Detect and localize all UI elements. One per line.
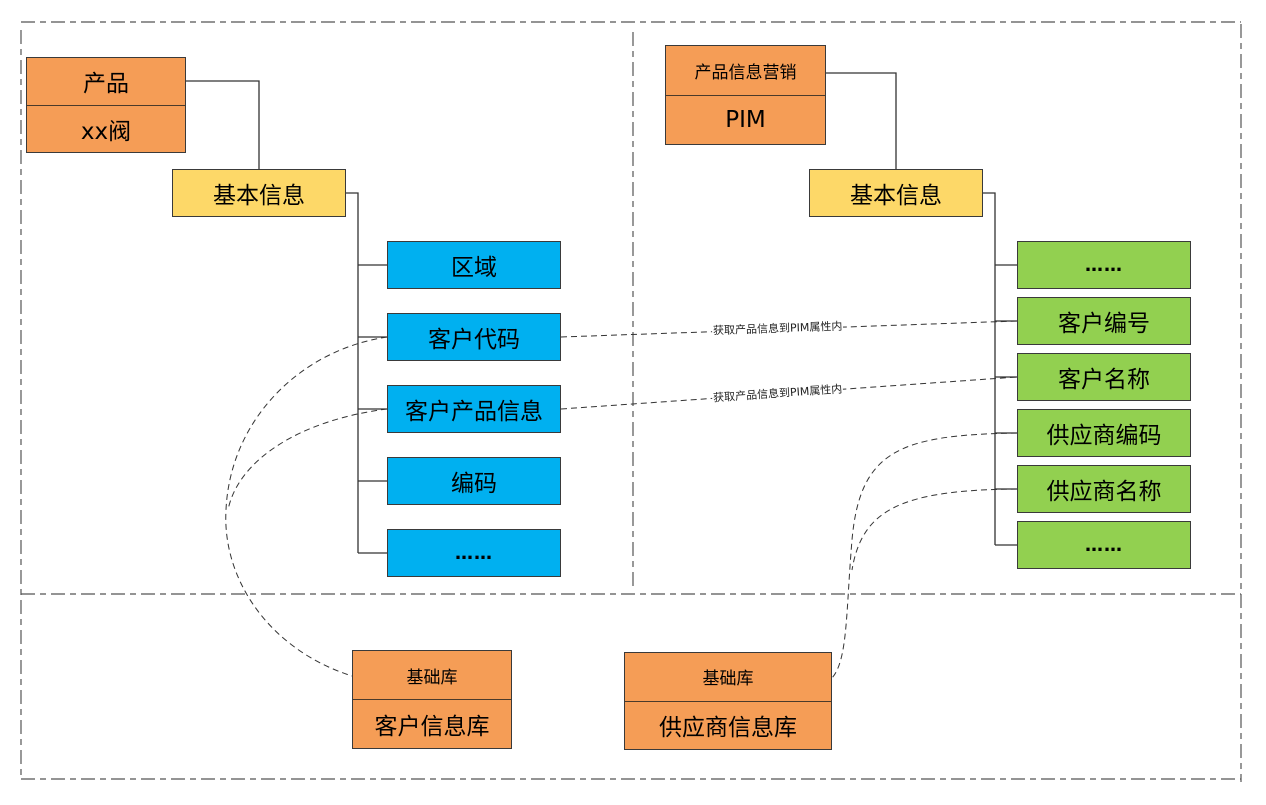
field-more-bottom-right: …… bbox=[1017, 521, 1191, 569]
link-customer-code-to-customer-db bbox=[225, 336, 388, 677]
pim-box: 产品信息营销 PIM bbox=[665, 45, 826, 145]
field-more-left: …… bbox=[387, 529, 561, 577]
field-supplier-code: 供应商编码 bbox=[1017, 409, 1191, 457]
basic-info-box-right: 基本信息 bbox=[809, 169, 983, 217]
link-supplier-code-to-supplier-db bbox=[831, 432, 1018, 679]
link-label-2: 获取产品信息到PIM属性内 bbox=[711, 380, 844, 406]
supplier-db-title: 基础库 bbox=[625, 653, 831, 702]
field-customer-code: 客户代码 bbox=[387, 313, 561, 361]
field-customer-name: 客户名称 bbox=[1017, 353, 1191, 401]
connector-basic-trunk bbox=[346, 192, 359, 553]
link-customer-product-to-customer-db bbox=[227, 408, 388, 511]
field-code: 编码 bbox=[387, 457, 561, 505]
customer-db-value: 客户信息库 bbox=[374, 714, 490, 740]
connector-pim-to-basic bbox=[826, 72, 897, 169]
product-box: 产品 xx阀 bbox=[26, 57, 186, 153]
field-more-top-right: …… bbox=[1017, 241, 1191, 289]
customer-db-title: 基础库 bbox=[353, 651, 511, 700]
pim-box-value: PIM bbox=[725, 106, 766, 133]
field-supplier-name: 供应商名称 bbox=[1017, 465, 1191, 513]
customer-db-box: 基础库 客户信息库 bbox=[352, 650, 512, 749]
pim-box-title: 产品信息营销 bbox=[666, 46, 825, 96]
field-customer-number: 客户编号 bbox=[1017, 297, 1191, 345]
supplier-db-value: 供应商信息库 bbox=[659, 715, 797, 742]
product-box-title: 产品 bbox=[27, 58, 185, 106]
link-supplier-name-to-supplier-db bbox=[851, 488, 1018, 571]
connector-product-to-basic bbox=[186, 80, 260, 169]
product-box-value: xx阀 bbox=[80, 118, 132, 145]
basic-info-box-left: 基本信息 bbox=[172, 169, 346, 217]
connector-basic-trunk-right bbox=[983, 192, 996, 545]
link-label-1: 获取产品信息到PIM属性内 bbox=[711, 317, 844, 339]
field-region: 区域 bbox=[387, 241, 561, 289]
field-customer-product-info: 客户产品信息 bbox=[387, 385, 561, 433]
supplier-db-box: 基础库 供应商信息库 bbox=[624, 652, 832, 750]
